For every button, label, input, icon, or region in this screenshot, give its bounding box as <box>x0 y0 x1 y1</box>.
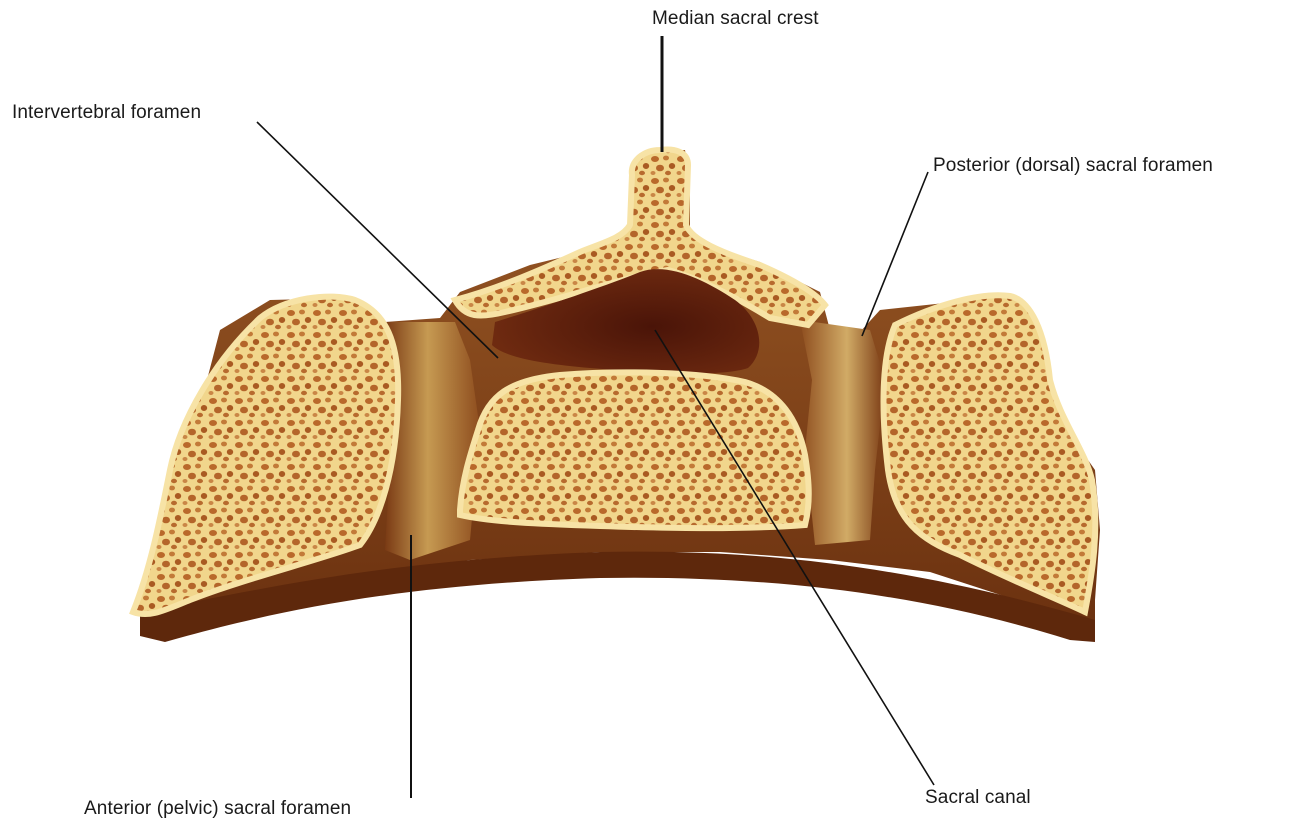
label-anterior-sacral-foramen: Anterior (pelvic) sacral foramen <box>84 798 351 820</box>
label-median-sacral-crest: Median sacral crest <box>652 8 819 30</box>
label-sacral-canal: Sacral canal <box>925 787 1031 809</box>
left-foramen-pillar <box>385 322 480 560</box>
label-posterior-sacral-foramen: Posterior (dorsal) sacral foramen <box>933 155 1213 177</box>
label-intervertebral-foramen: Intervertebral foramen <box>12 102 201 124</box>
vertebral-body <box>460 372 809 528</box>
